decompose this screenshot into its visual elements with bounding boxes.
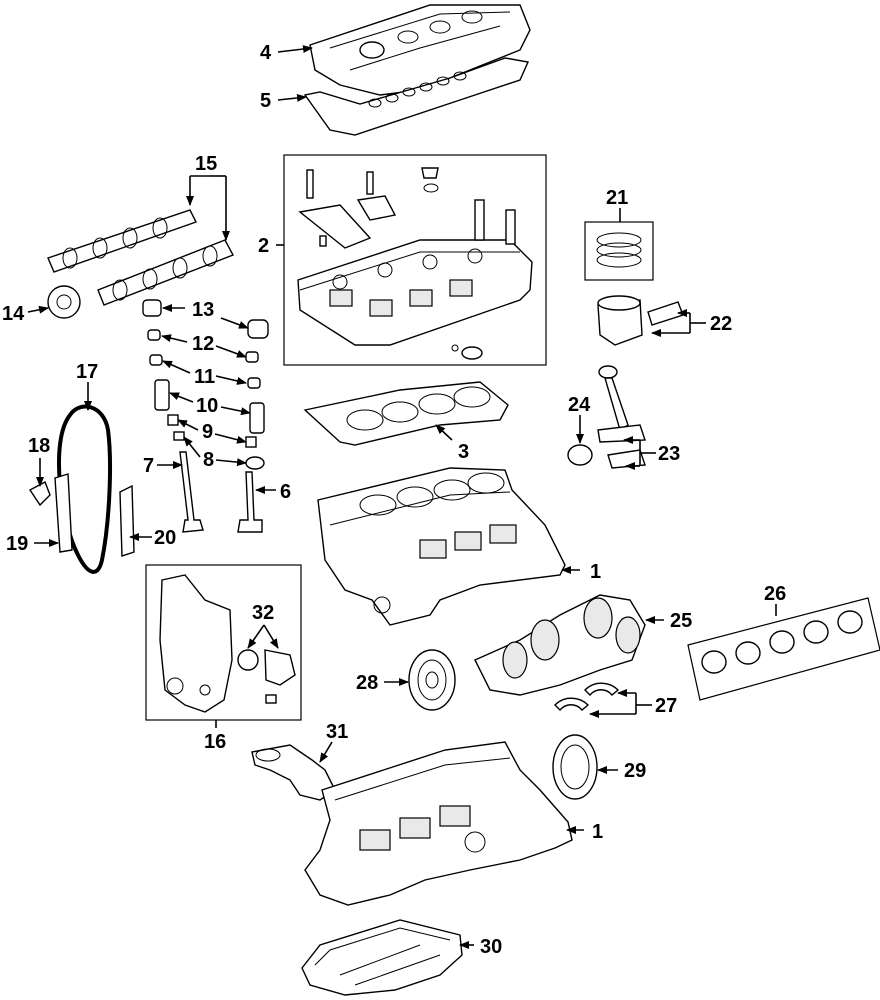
callout-27: 27 xyxy=(655,695,677,717)
callout-3: 3 xyxy=(458,441,469,463)
oil-pickup-tube xyxy=(251,744,336,801)
callout-24: 24 xyxy=(568,394,591,416)
crankshaft-pulley xyxy=(408,649,456,711)
camshafts xyxy=(47,209,234,306)
oil-pan xyxy=(301,919,463,996)
callout-4: 4 xyxy=(260,42,272,64)
lower-crankcase xyxy=(304,741,573,906)
head-gasket xyxy=(303,381,509,446)
camshaft-timing-gear xyxy=(47,285,81,319)
callout-labels: 4 5 2 3 1 1 30 15 14 13 12 11 10 9 8 7 6… xyxy=(2,42,786,958)
callout-1-lower: 1 xyxy=(592,821,603,843)
engine-block xyxy=(317,467,566,626)
timing-cover xyxy=(159,574,296,713)
piston-rings-box xyxy=(584,221,654,281)
valvetrain-parts xyxy=(142,299,269,533)
callout-20: 20 xyxy=(154,527,176,549)
callout-13: 13 xyxy=(192,299,214,321)
timing-cover-group-box xyxy=(145,564,302,721)
callout-16: 16 xyxy=(204,731,226,753)
callout-30: 30 xyxy=(480,936,502,958)
callout-18: 18 xyxy=(28,435,50,457)
callout-9: 9 xyxy=(202,421,213,443)
callout-15: 15 xyxy=(195,153,217,175)
callout-29: 29 xyxy=(624,760,646,782)
callout-26: 26 xyxy=(764,583,786,605)
callout-19: 19 xyxy=(6,533,28,555)
callout-5: 5 xyxy=(260,90,271,112)
callout-2: 2 xyxy=(258,235,269,257)
callout-21: 21 xyxy=(606,187,628,209)
rear-main-seal xyxy=(552,734,598,800)
callout-14: 14 xyxy=(2,303,25,325)
cylinder-head-group-box xyxy=(283,154,547,366)
leader-lines xyxy=(27,45,777,949)
crankshaft xyxy=(474,594,646,696)
callout-6: 6 xyxy=(280,481,291,503)
callout-22: 22 xyxy=(710,313,732,335)
piston-rings xyxy=(596,232,642,268)
piston xyxy=(597,295,684,346)
timing-chain xyxy=(28,404,135,574)
callout-32: 32 xyxy=(252,602,274,624)
callout-7: 7 xyxy=(143,455,154,477)
callout-17: 17 xyxy=(76,361,98,383)
thrust-washers xyxy=(554,682,620,712)
callout-28: 28 xyxy=(356,672,378,694)
main-bearings-box xyxy=(687,597,880,701)
callout-25: 25 xyxy=(670,610,692,632)
valve-cover-gasket xyxy=(303,57,530,136)
callout-23: 23 xyxy=(658,443,680,465)
callout-12: 12 xyxy=(192,333,214,355)
valve-cover xyxy=(309,4,531,96)
connecting-rod xyxy=(567,365,646,469)
cylinder-head xyxy=(297,167,533,360)
callout-31: 31 xyxy=(326,721,348,743)
callout-8: 8 xyxy=(203,449,214,471)
callout-1-block: 1 xyxy=(590,561,601,583)
callout-11: 11 xyxy=(194,366,215,388)
main-bearings xyxy=(701,610,863,674)
callout-10: 10 xyxy=(196,395,218,417)
